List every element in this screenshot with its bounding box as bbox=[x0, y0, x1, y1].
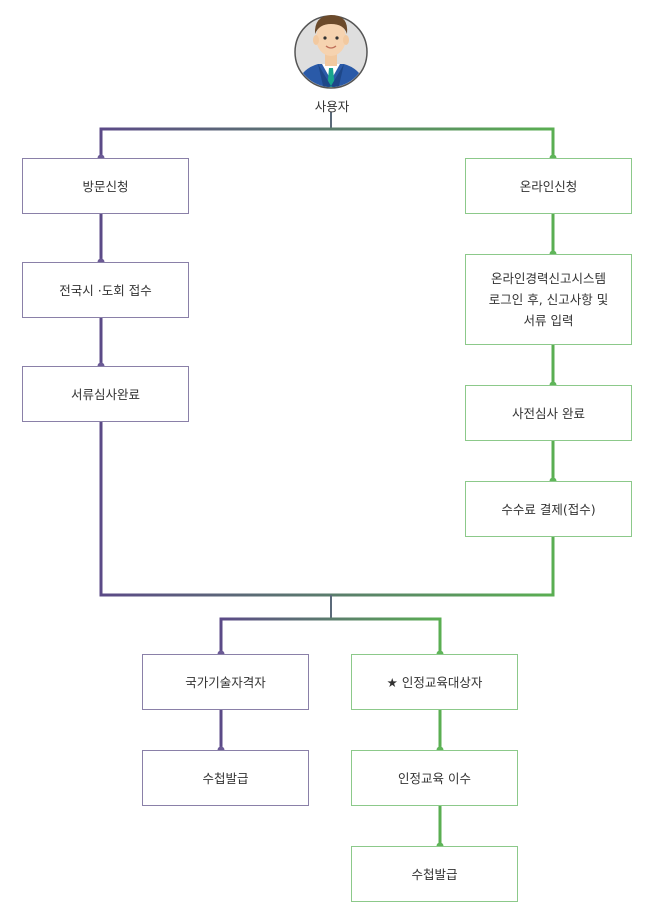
step-label: 서류심사완료 bbox=[70, 386, 140, 402]
user-avatar bbox=[294, 15, 368, 89]
step-label: 국가기술자격자 bbox=[185, 674, 266, 690]
split-bracket-top bbox=[99, 127, 555, 158]
step-online-login-input: 온라인경력신고시스템 로그인 후, 신고사항 및 서류 입력 bbox=[465, 254, 632, 345]
split-bracket-bottom bbox=[219, 617, 442, 654]
step-fee-payment: 수수료 결제(접수) bbox=[465, 481, 632, 537]
step-education-completion: 인정교육 이수 bbox=[351, 750, 518, 806]
step-label: 전국시 ·도회 접수 bbox=[59, 282, 152, 298]
merge-bracket bbox=[99, 422, 555, 597]
step-label: ★ 인정교육대상자 bbox=[386, 674, 483, 690]
step-label: 인정교육 이수 bbox=[398, 770, 471, 786]
step-label: 방문신청 bbox=[82, 178, 129, 194]
step-online-application: 온라인신청 bbox=[465, 158, 632, 214]
step-label: 온라인신청 bbox=[519, 178, 578, 194]
step-document-review-complete: 서류심사완료 bbox=[22, 366, 189, 422]
step-label: 온라인경력신고시스템 로그인 후, 신고사항 및 서류 입력 bbox=[488, 271, 609, 328]
step-visit-application: 방문신청 bbox=[22, 158, 189, 214]
step-label: 수수료 결제(접수) bbox=[501, 501, 596, 517]
step-label: 사전심사 완료 bbox=[512, 405, 585, 421]
step-booklet-issue-right: 수첩발급 bbox=[351, 846, 518, 902]
step-national-qualified: 국가기술자격자 bbox=[142, 654, 309, 710]
step-regional-reception: 전국시 ·도회 접수 bbox=[22, 262, 189, 318]
user-label: 사용자 bbox=[314, 99, 350, 114]
step-label: 수첩발급 bbox=[202, 770, 249, 786]
step-label: 수첩발급 bbox=[411, 866, 458, 882]
step-accredited-education-target: ★ 인정교육대상자 bbox=[351, 654, 518, 710]
step-booklet-issue-left: 수첩발급 bbox=[142, 750, 309, 806]
step-pre-review-complete: 사전심사 완료 bbox=[465, 385, 632, 441]
